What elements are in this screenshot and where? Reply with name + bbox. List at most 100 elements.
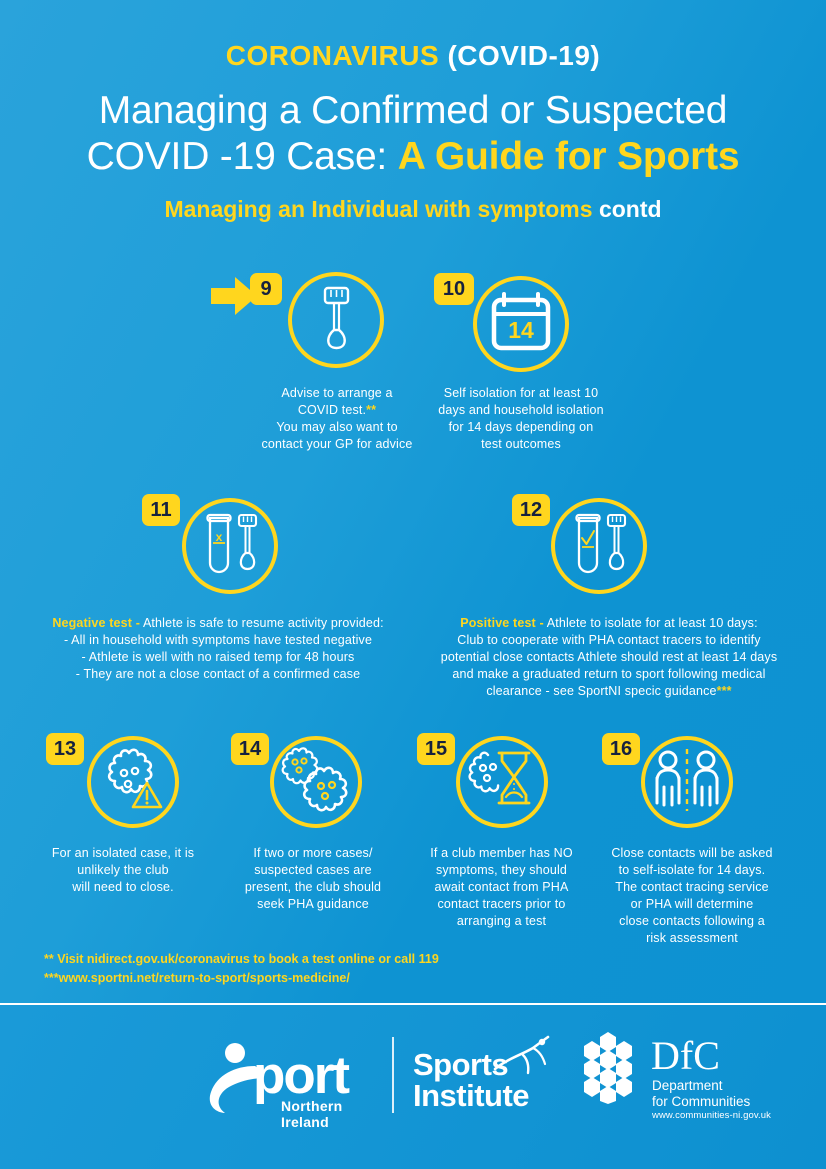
step-icon-ring-16 xyxy=(641,736,733,828)
caption-line: COVID test.** xyxy=(297,403,377,417)
caption-line: symptoms, they should xyxy=(436,863,567,877)
step-caption-12: Positive test - Athlete to isolate for a… xyxy=(414,615,804,700)
dfc-url: www.communities-ni.gov.uk xyxy=(652,1110,772,1121)
caption-line: days and household isolation xyxy=(438,403,604,417)
caption-line: arranging a test xyxy=(456,914,547,928)
step-icon-ring-14 xyxy=(270,736,362,828)
caption-line: for 14 days depending on xyxy=(448,420,594,434)
step-badge-13: 13 xyxy=(46,733,84,765)
dfc-department-line1: Department xyxy=(652,1078,723,1093)
caption-line: Advise to arrange a xyxy=(281,386,393,400)
step-badge-15: 15 xyxy=(417,733,455,765)
two-viruses-icon xyxy=(280,745,352,820)
tube-mark-negative: x xyxy=(216,530,223,544)
step-caption-11: Negative test - Athlete is safe to resum… xyxy=(38,615,398,683)
caption-line: Negative test - Athlete is safe to resum… xyxy=(38,615,398,632)
caption-line: test outcomes xyxy=(481,437,561,451)
step-icon-ring-10: 14 xyxy=(473,276,569,372)
caption-line: risk assessment xyxy=(646,931,738,945)
caption-line: contact your GP for advice xyxy=(261,437,413,451)
footnote-1: ** Visit nidirect.gov.uk/coronavirus to … xyxy=(44,952,439,966)
virus-hourglass-icon xyxy=(466,745,538,820)
footnotes: ** Visit nidirect.gov.uk/coronavirus to … xyxy=(44,950,439,988)
tube-mark-positive xyxy=(581,529,595,545)
caption-line: If a club member has NO xyxy=(430,846,573,860)
page-footer xyxy=(0,1005,826,1169)
step-caption-15: If a club member has NO symptoms, they s… xyxy=(404,845,599,930)
caption-line: to self-isolate for 14 days. xyxy=(618,863,766,877)
virus-warning-icon xyxy=(97,745,169,820)
caption-highlight: Positive test - xyxy=(460,616,544,630)
step-icon-ring-12 xyxy=(551,498,647,594)
step-badge-11: 11 xyxy=(142,494,180,526)
title-line-2: COVID -19 Case: A Guide for Sports xyxy=(0,134,826,180)
right-arrow-icon xyxy=(211,277,257,320)
dfc-wordmark: DfC xyxy=(651,1033,720,1078)
step-badge-16: 16 xyxy=(602,733,640,765)
caption-line: You may also want to xyxy=(276,420,398,434)
test-tube-positive-icon xyxy=(566,511,632,582)
step-caption-13: For an isolated case, it is unlikely the… xyxy=(28,845,218,896)
kicker-rest: (COVID-19) xyxy=(439,40,601,71)
step-icon-ring-15 xyxy=(456,736,548,828)
caption-highlight: Negative test - xyxy=(52,616,141,630)
caption-line: Self isolation for at least 10 xyxy=(443,386,599,400)
title-line-1: Managing a Confirmed or Suspected xyxy=(98,89,728,132)
footer-divider xyxy=(0,1003,826,1005)
step-icon-ring-11: x xyxy=(182,498,278,594)
caption-line: - All in household with symptoms have te… xyxy=(63,633,373,647)
page-subtitle: Managing an Individual with symptoms con… xyxy=(0,196,826,223)
caption-line: close contacts following a xyxy=(619,914,765,928)
calendar-14-icon: 14 xyxy=(490,291,552,357)
caption-line: Club to cooperate with PHA contact trace… xyxy=(457,633,761,647)
logo-divider xyxy=(392,1037,394,1113)
sport-ni-logo: port Northern Ireland xyxy=(205,1042,385,1130)
dfc-logo-icon xyxy=(575,1032,641,1109)
sports-institute-athlete-icon xyxy=(493,1035,550,1075)
step-badge-14: 14 xyxy=(231,733,269,765)
caption-line: - They are not a close contact of a conf… xyxy=(75,667,361,681)
calendar-day-number: 14 xyxy=(508,317,534,343)
caption-line: or PHA will determine xyxy=(630,897,754,911)
caption-line: will need to close. xyxy=(72,880,174,894)
caption-line: The contact tracing service xyxy=(615,880,769,894)
caption-rest: Athlete to isolate for at least 10 days: xyxy=(543,616,758,630)
caption-rest: Athlete is safe to resume activity provi… xyxy=(140,616,384,630)
footnote-2: ***www.sportni.net/return-to-sport/sport… xyxy=(44,971,350,985)
sports-institute-line1: Sports xyxy=(413,1047,509,1082)
caption-line: and make a graduated return to sport fol… xyxy=(452,667,766,681)
step-icon-ring-9 xyxy=(288,272,384,368)
kicker-highlight: CORONAVIRUS xyxy=(225,40,440,71)
caption-line: await contact from PHA xyxy=(434,880,569,894)
caption-line: contact tracers prior to xyxy=(437,897,566,911)
step-caption-9: Advise to arrange a COVID test.** You ma… xyxy=(246,385,428,453)
step-badge-12: 12 xyxy=(512,494,550,526)
caption-line: If two or more cases/ xyxy=(253,846,373,860)
caption-line: suspected cases are xyxy=(254,863,372,877)
caption-line: unlikely the club xyxy=(77,863,169,877)
caption-line: potential close contacts Athlete should … xyxy=(440,650,778,664)
dfc-department-name: Department for Communities xyxy=(652,1078,750,1110)
subtitle-contd: contd xyxy=(598,196,662,222)
swab-icon xyxy=(306,284,366,357)
sports-institute-line2: Institute xyxy=(413,1078,530,1113)
title-line-2-plain: COVID -19 Case: xyxy=(86,135,398,178)
caption-line: Positive test - Athlete to isolate for a… xyxy=(414,615,804,632)
step-icon-ring-13 xyxy=(87,736,179,828)
caption-line: clearance - see SportNI specic guidance*… xyxy=(486,684,732,698)
caption-line: For an isolated case, it is xyxy=(51,846,195,860)
social-distance-people-icon xyxy=(651,747,723,818)
kicker-line: CORONAVIRUS (COVID-19) xyxy=(0,40,826,72)
sport-ni-subtitle: Northern Ireland xyxy=(281,1098,343,1130)
dfc-department-line2: for Communities xyxy=(652,1094,751,1109)
title-line-2-highlight: A Guide for Sports xyxy=(397,135,740,178)
caption-line: - Athlete is well with no raised temp fo… xyxy=(81,650,355,664)
caption-line: Close contacts will be asked xyxy=(611,846,773,860)
subtitle-main: Managing an Individual with symptoms xyxy=(164,196,593,222)
step-caption-10: Self isolation for at least 10 days and … xyxy=(430,385,612,453)
caption-line: seek PHA guidance xyxy=(257,897,369,911)
step-badge-9: 9 xyxy=(250,273,282,305)
step-badge-10: 10 xyxy=(434,273,474,305)
test-tube-negative-icon: x xyxy=(197,511,263,582)
